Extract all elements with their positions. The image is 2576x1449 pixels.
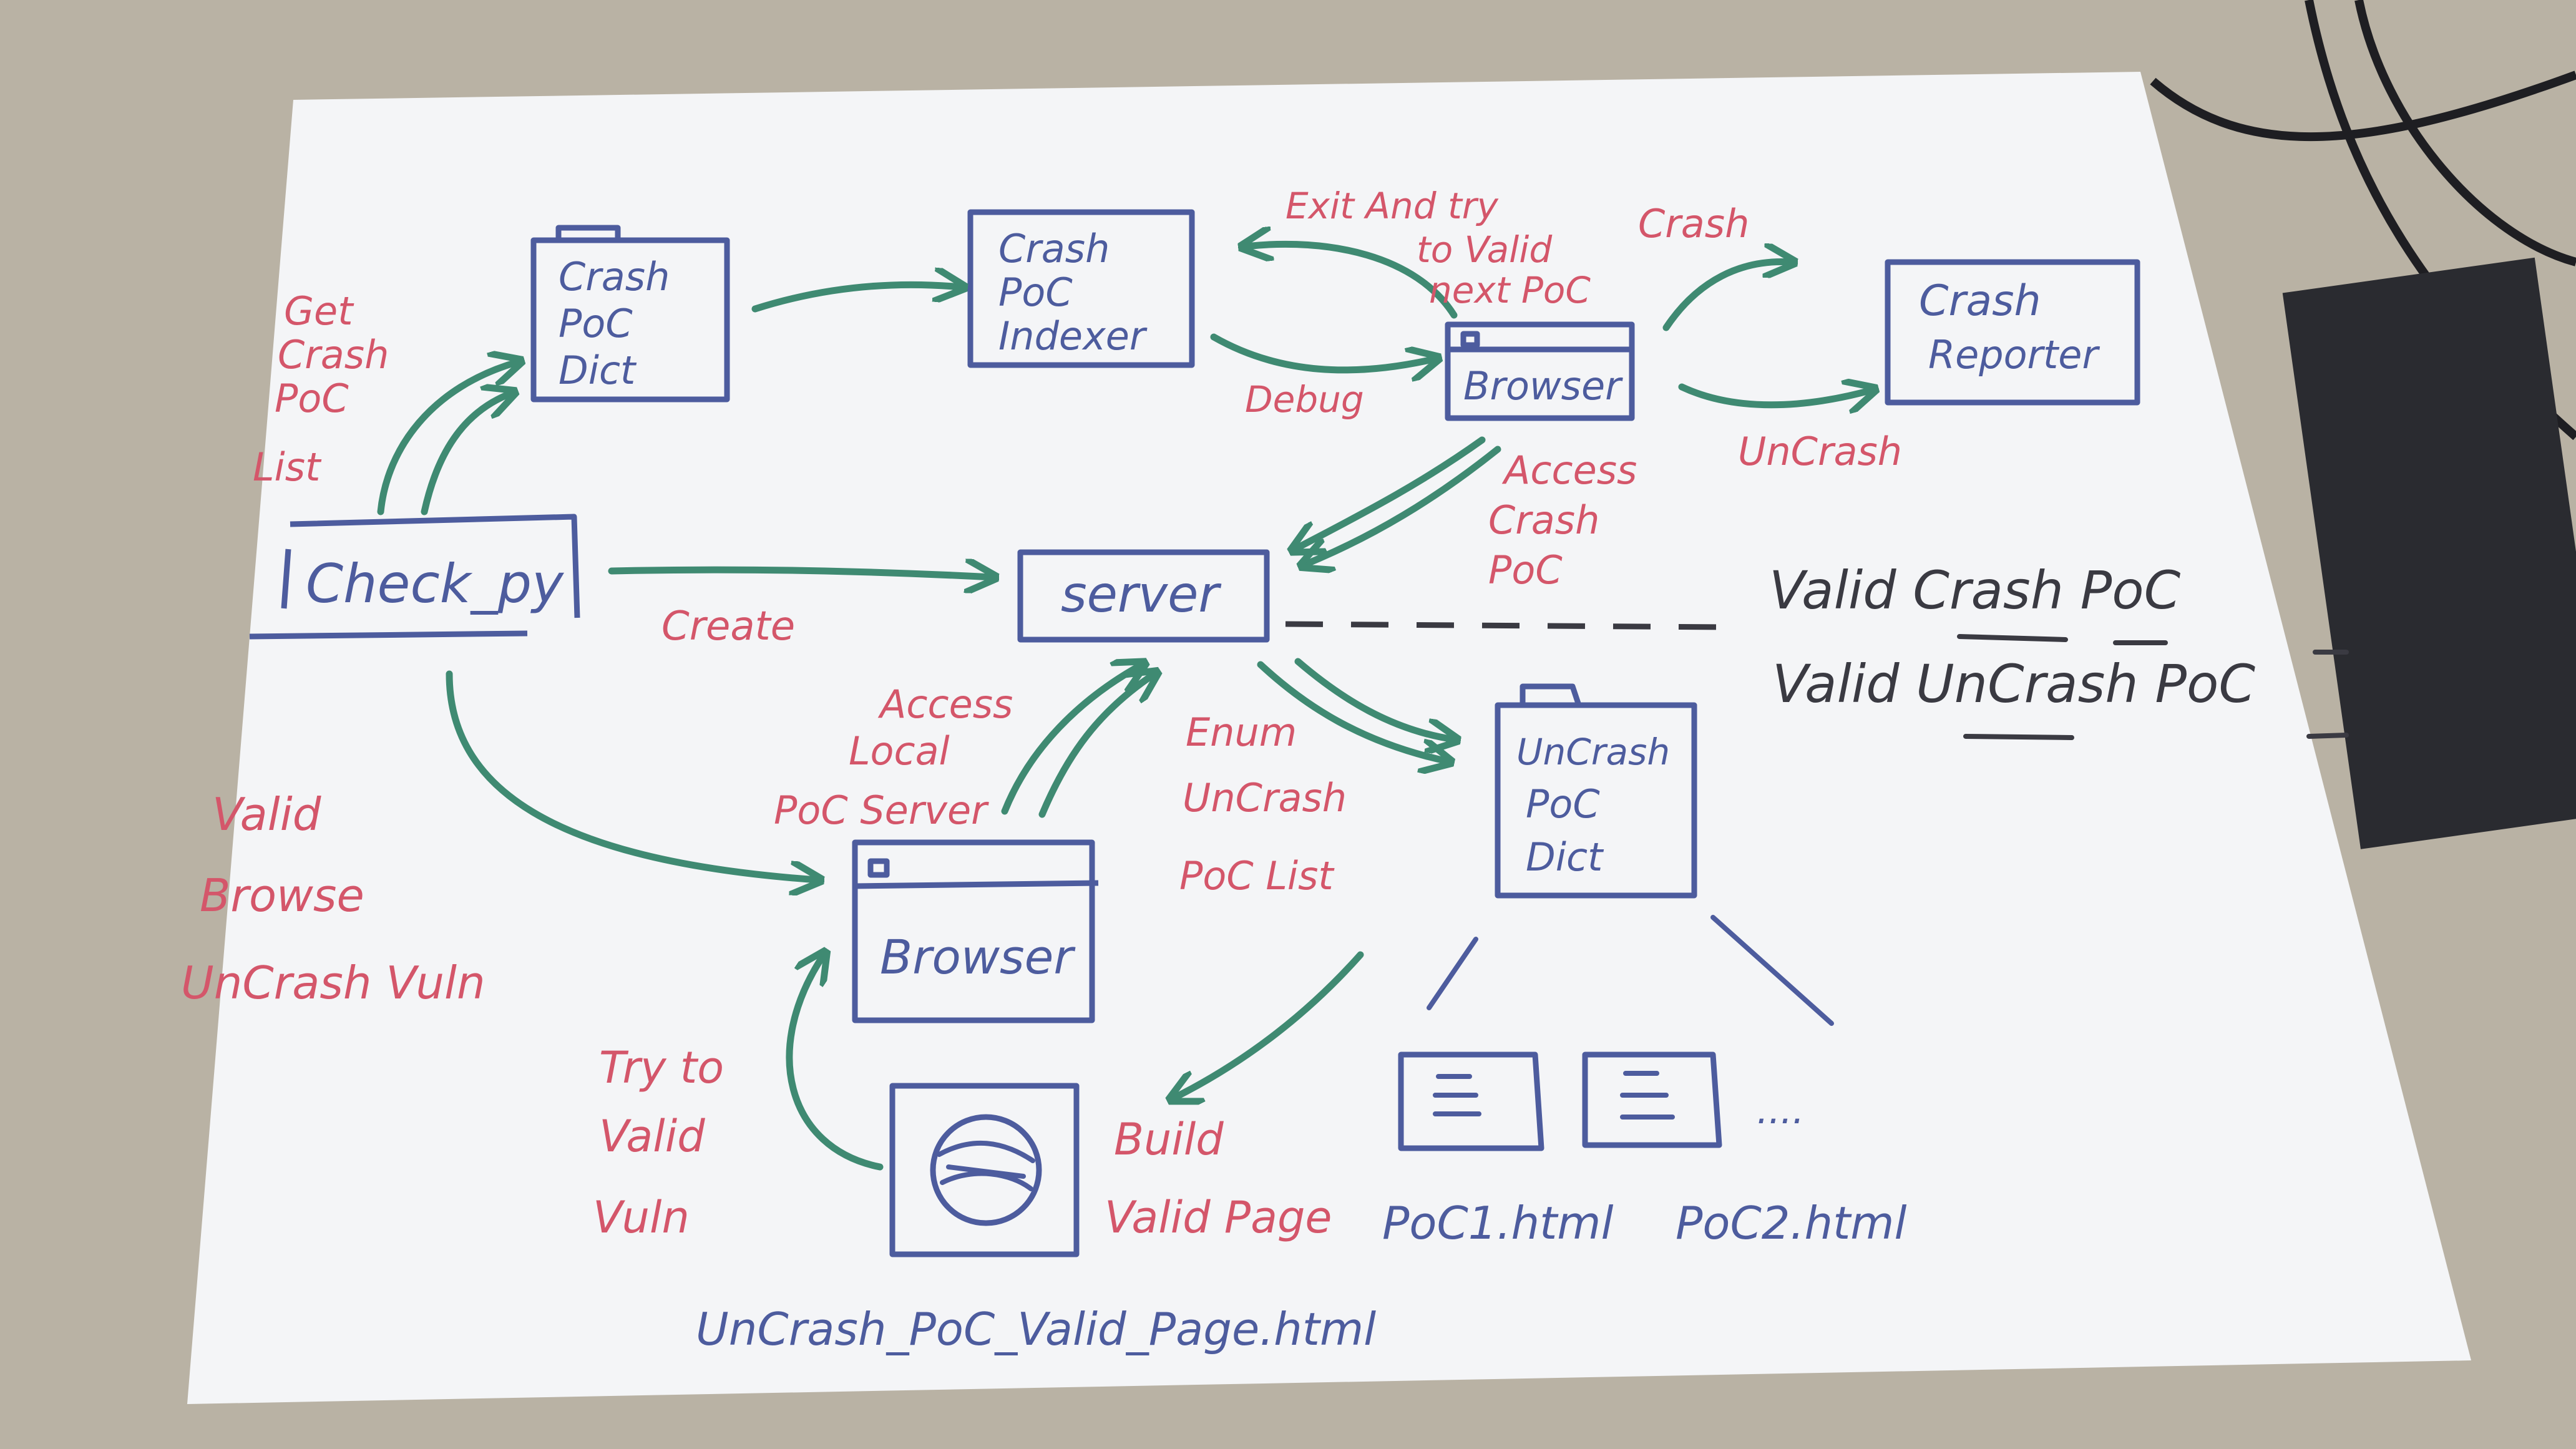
crash-poc-dict-box[interactable]: Crash PoC Dict	[530, 225, 730, 402]
svg-text:Try to: Try to	[599, 1042, 724, 1093]
legend-valid-uncrash-poc: Valid UnCrash PoC	[1772, 653, 2255, 715]
svg-text:Get: Get	[284, 288, 354, 334]
label-get-crash-poc-list: Get Crash PoC List	[253, 288, 389, 490]
uncrash-poc-dict-box[interactable]: UnCrash PoC Dict	[1495, 683, 1697, 899]
dashed-separator	[1285, 621, 1723, 630]
dict-to-poc1-line	[1427, 937, 1478, 1010]
svg-text:Crash: Crash	[1488, 497, 1599, 543]
legend-dashes	[1957, 634, 2349, 740]
legend-valid-crash-poc: Valid Crash PoC	[1769, 560, 2181, 621]
browser-top-label: Browser	[1463, 363, 1623, 409]
crash-reporter-box[interactable]: Crash Reporter	[1885, 259, 2140, 406]
arrow-browser-to-server-up	[1001, 665, 1142, 815]
arrow-uncrash-dict-to-page	[1173, 951, 1364, 1098]
svg-text:Vuln: Vuln	[593, 1192, 690, 1243]
svg-text:Enum: Enum	[1186, 710, 1297, 755]
server-label: server	[1061, 565, 1222, 623]
label-crash: Crash	[1638, 201, 1749, 246]
svg-text:PoC: PoC	[1488, 547, 1563, 593]
server-box[interactable]: server	[1017, 549, 1270, 643]
svg-text:Browse: Browse	[200, 869, 364, 922]
dark-device	[2282, 257, 2576, 849]
uncrash-dict-label-3: Dict	[1526, 834, 1604, 880]
reporter-label-1: Crash	[1919, 276, 2041, 326]
label-enum-uncrash-poc-list: Enum UnCrash PoC List	[1179, 710, 1347, 899]
svg-text:List: List	[253, 444, 322, 490]
label-valid-browse-uncrash-vuln: Valid Browse UnCrash Vuln	[181, 788, 485, 1009]
label-try-to-valid-vuln: Try to Valid Vuln	[593, 1042, 724, 1243]
arrow-server-to-uncrash-dict	[1257, 661, 1448, 761]
check-py-label: Check_py	[306, 553, 564, 615]
svg-text:Build: Build	[1114, 1114, 1224, 1165]
arrow-dict-to-indexer	[751, 285, 961, 313]
arrow-check-to-server	[608, 570, 992, 577]
crash-poc-dict-label-1: Crash	[559, 254, 670, 300]
label-access-crash-poc: Access Crash PoC	[1488, 447, 1637, 593]
browser-bottom-label: Browser	[880, 929, 1076, 985]
svg-text:next PoC: next PoC	[1429, 269, 1591, 311]
svg-text:UnCrash Vuln: UnCrash Vuln	[181, 957, 485, 1009]
svg-text:PoC List: PoC List	[1179, 853, 1335, 899]
svg-text:Access: Access	[877, 681, 1013, 727]
browser-bottom-box[interactable]: Browser	[852, 839, 1099, 1023]
arrow-browser-crash	[1662, 262, 1791, 331]
svg-text:Valid: Valid	[599, 1111, 705, 1162]
arrow-browser-to-server-up-2	[1038, 674, 1154, 818]
browser-top-box[interactable]: Browser	[1445, 321, 1635, 421]
arrow-check-to-browser	[446, 670, 817, 880]
uncrash-dict-label-1: UnCrash	[1516, 731, 1670, 773]
valid-page-file[interactable]: UnCrash_PoC_Valid_Page.html	[696, 1083, 1376, 1355]
crash-poc-indexer-box[interactable]: Crash PoC Indexer	[967, 209, 1195, 368]
svg-text:to Valid: to Valid	[1417, 228, 1553, 271]
arrow-server-to-uncrash-dict-2	[1294, 658, 1454, 739]
arrow-browser-to-server	[1295, 436, 1486, 549]
svg-text:Exit And try: Exit And try	[1286, 185, 1499, 227]
arrow-check-to-crash-dict	[377, 362, 518, 515]
svg-text:Access: Access	[1501, 447, 1637, 493]
svg-text:PoC: PoC	[275, 376, 349, 421]
label-access-local-poc-server: Access Local PoC Server	[774, 681, 1013, 833]
label-create: Create	[661, 603, 795, 650]
svg-text:Valid: Valid	[212, 788, 322, 841]
check-py-box[interactable]: Check_py	[249, 514, 580, 640]
svg-text:Local: Local	[849, 728, 950, 774]
uncrash-dict-label-2: PoC	[1526, 781, 1600, 827]
arrow-indexer-to-browser	[1210, 333, 1435, 370]
arrow-browser-to-server-2	[1304, 446, 1501, 565]
arrow-browser-to-indexer	[1245, 244, 1458, 319]
poc1-file[interactable]: PoC1.html	[1382, 1051, 1613, 1249]
poc2-filename: PoC2.html	[1676, 1197, 1906, 1249]
valid-page-filename: UnCrash_PoC_Valid_Page.html	[696, 1303, 1376, 1355]
label-exit-and-try: Exit And try to Valid next PoC	[1286, 185, 1591, 311]
legend: Valid Crash PoC Valid UnCrash PoC	[1769, 560, 2349, 740]
svg-text:PoC Server: PoC Server	[774, 788, 989, 833]
label-debug: Debug	[1245, 378, 1364, 421]
svg-text:Crash: Crash	[278, 332, 389, 378]
arrow-check-to-crash-dict-2	[421, 393, 512, 515]
indexer-label-2: PoC	[998, 270, 1073, 315]
reporter-label-2: Reporter	[1928, 332, 2100, 378]
svg-text:UnCrash: UnCrash	[1183, 775, 1347, 821]
label-uncrash: UnCrash	[1738, 429, 1902, 474]
poc2-file[interactable]: PoC2.html	[1582, 1051, 1906, 1249]
indexer-label-3: Indexer	[998, 313, 1148, 359]
crash-poc-dict-label-3: Dict	[559, 348, 637, 393]
globe-icon	[930, 1114, 1042, 1226]
more-files-ellipsis: ....	[1757, 1089, 1804, 1133]
poc1-filename: PoC1.html	[1382, 1197, 1613, 1249]
svg-text:Valid Page: Valid Page	[1105, 1192, 1332, 1243]
arrow-browser-uncrash	[1678, 387, 1872, 405]
indexer-label-1: Crash	[998, 226, 1110, 271]
dict-to-more-line	[1710, 915, 1834, 1026]
crash-poc-dict-label-2: PoC	[559, 301, 633, 346]
label-build-valid-page: Build Valid Page	[1105, 1114, 1332, 1243]
arrow-page-to-browser	[786, 955, 884, 1171]
